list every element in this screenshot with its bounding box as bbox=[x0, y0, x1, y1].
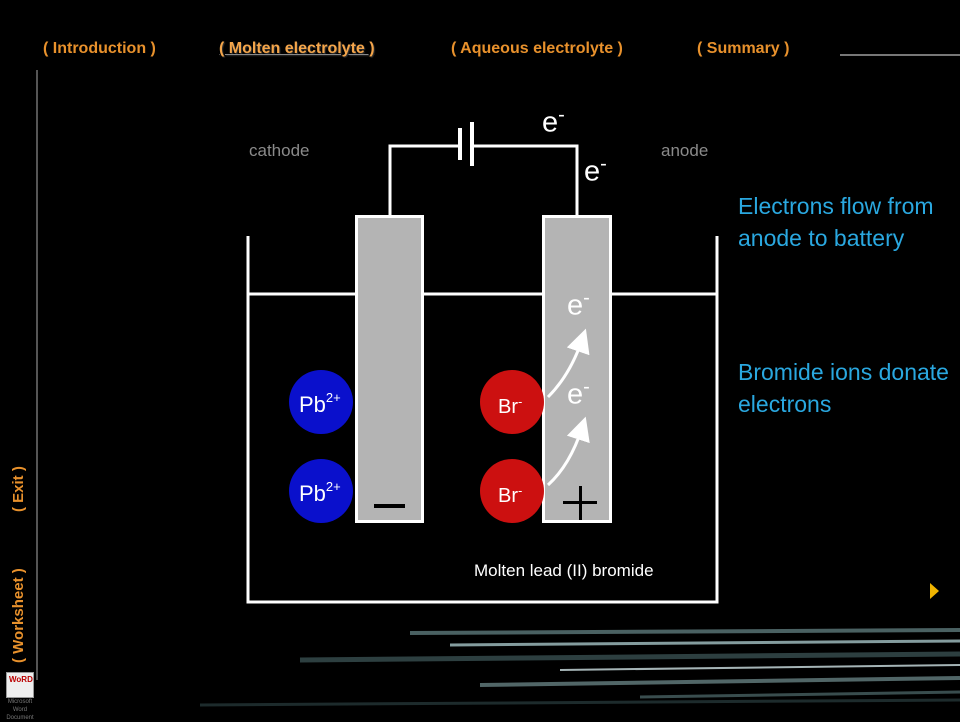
electron-anode-upper: e- bbox=[567, 287, 590, 322]
nav-introduction[interactable]: ( Introduction ) bbox=[43, 40, 156, 57]
anode-electrode bbox=[542, 215, 612, 523]
nav-exit[interactable]: ( Exit ) bbox=[10, 466, 27, 512]
streak-line-7 bbox=[199, 698, 960, 707]
word-document-caption: Microsoft Word Document bbox=[6, 699, 34, 721]
electron-wire-lower: e- bbox=[584, 153, 607, 188]
info-electron-flow: Electrons flow from anode to battery bbox=[738, 193, 934, 251]
nav-worksheet[interactable]: ( Worksheet ) bbox=[10, 568, 27, 663]
lead-ion-lower: Pb2+ bbox=[289, 459, 353, 523]
circuit-wire-right bbox=[472, 144, 579, 216]
streak-line-1 bbox=[409, 628, 960, 635]
electrolyte-caption: Molten lead (II) bromide bbox=[474, 561, 654, 580]
cathode-label: cathode bbox=[249, 141, 310, 160]
electron-wire-top: e- bbox=[542, 104, 565, 139]
lead-ion-upper: Pb2+ bbox=[289, 370, 353, 434]
electron-anode-lower: e- bbox=[567, 376, 590, 411]
electrolyte-container bbox=[246, 236, 719, 604]
streak-line-6 bbox=[639, 690, 960, 699]
streak-line-2 bbox=[449, 639, 960, 647]
info-bromide-donate: Bromide ions donate electrons bbox=[738, 359, 949, 417]
nav-summary[interactable]: ( Summary ) bbox=[697, 40, 790, 57]
word-icon-label: WoRD bbox=[9, 675, 33, 684]
positive-sign-v bbox=[579, 486, 582, 520]
streak-line-5 bbox=[479, 676, 960, 687]
anode-label: anode bbox=[661, 141, 709, 160]
nav-molten-electrolyte[interactable]: ( Molten electrolyte ) bbox=[219, 40, 375, 57]
cathode-electrode bbox=[355, 215, 424, 523]
bromide-ion-lower: Br- bbox=[480, 459, 544, 523]
negative-sign bbox=[374, 504, 405, 508]
bromide-ion-upper: Br- bbox=[480, 370, 544, 434]
streak-line-3 bbox=[299, 651, 960, 663]
nav-aqueous-electrolyte[interactable]: ( Aqueous electrolyte ) bbox=[451, 40, 623, 57]
next-slide-arrow-icon[interactable] bbox=[930, 583, 939, 599]
word-document-icon[interactable]: WoRD bbox=[6, 672, 34, 698]
streak-line-4 bbox=[559, 664, 960, 671]
circuit-wire bbox=[388, 144, 460, 216]
